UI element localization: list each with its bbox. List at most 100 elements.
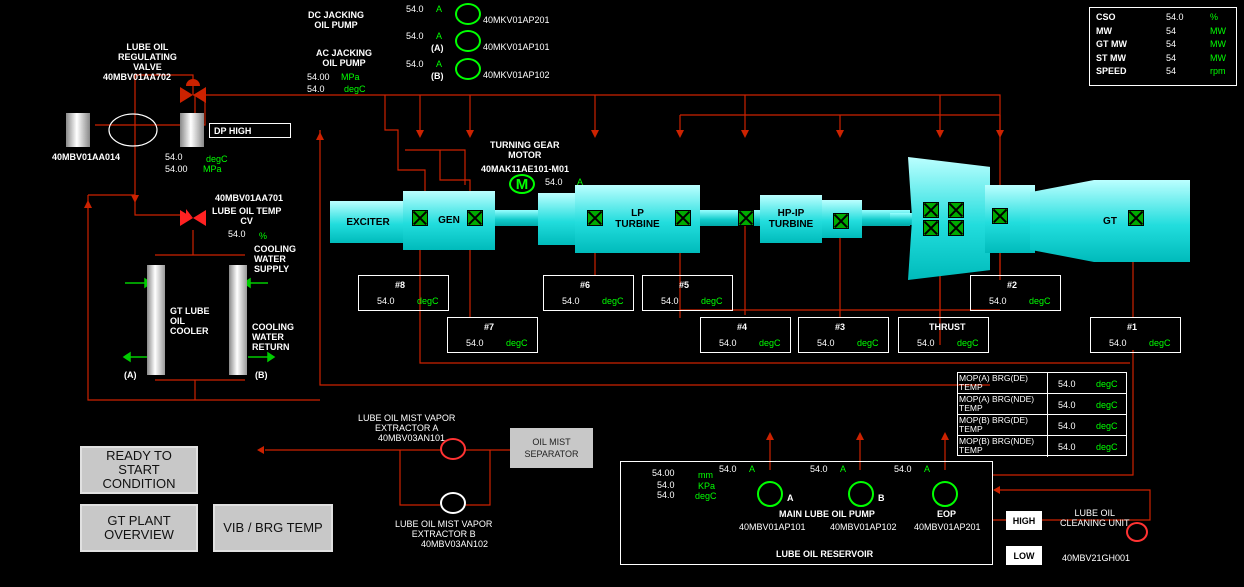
main-pump-icon[interactable] bbox=[848, 481, 874, 507]
gas-turbine-label: GT bbox=[1103, 215, 1117, 227]
summary-label: GT MW bbox=[1096, 39, 1127, 49]
bearing-temp-value: 54.0 bbox=[377, 296, 395, 306]
summary-unit: rpm bbox=[1210, 66, 1226, 76]
bearing-label: THRUST bbox=[929, 322, 966, 332]
bearing-temp-unit: degC bbox=[857, 338, 879, 348]
bearing-temp-value: 54.0 bbox=[1109, 338, 1127, 348]
ready-to-start-button[interactable]: READY TO START CONDITION bbox=[80, 446, 198, 494]
temp-cv-unit: % bbox=[259, 231, 268, 241]
jacking-pump-icon[interactable] bbox=[455, 30, 481, 52]
jacking-temp-value: 54.0 bbox=[307, 84, 325, 94]
mop-temp-label: MOP(A) BRG(NDE) TEMP bbox=[959, 394, 1035, 413]
low-level-indicator: LOW bbox=[1006, 546, 1042, 565]
mop-divider bbox=[1047, 394, 1048, 415]
bearing-temp-unit: degC bbox=[417, 296, 439, 306]
turning-gear-title: TURNING GEAR MOTOR bbox=[490, 140, 560, 160]
reservoir-level-unit: mm bbox=[698, 470, 713, 480]
bearing-temp-value: 54.0 bbox=[817, 338, 835, 348]
bearing-label: #7 bbox=[484, 322, 495, 332]
oil-mist-separator: OIL MIST SEPARATOR bbox=[510, 428, 593, 468]
bearing-label: #8 bbox=[395, 280, 406, 290]
vib-brg-temp-button[interactable]: VIB / BRG TEMP bbox=[213, 504, 333, 552]
bearing-temp-value: 54.0 bbox=[466, 338, 484, 348]
main-pump-current: 54.0 bbox=[719, 464, 737, 474]
main-pump-unit: A bbox=[924, 464, 931, 474]
lube-filter-a bbox=[66, 113, 90, 147]
turning-gear-tag: 40MAK11AE101-M01 bbox=[481, 164, 570, 174]
extractor-a-fan-icon[interactable] bbox=[440, 438, 466, 460]
main-pump-icon[interactable] bbox=[757, 481, 783, 507]
jacking-pump-icon[interactable] bbox=[455, 58, 481, 80]
ac-jacking-title: AC JACKING OIL PUMP bbox=[316, 48, 373, 68]
dc-jacking-title: DC JACKING OIL PUMP bbox=[308, 10, 365, 30]
filter-temp-value: 54.0 bbox=[165, 152, 183, 162]
cleaning-unit-tag: 40MBV21GH001 bbox=[1062, 553, 1131, 563]
mop-temp-value: 54.0 bbox=[1058, 442, 1076, 452]
bearing-icon bbox=[1128, 210, 1144, 226]
mop-row-divider bbox=[958, 414, 1126, 415]
temp-control-valve-icon bbox=[180, 209, 206, 226]
mop-temp-label: MOP(A) BRG(DE) TEMP bbox=[959, 373, 1028, 392]
jacking-pump-tag: 40MKV01AP102 bbox=[483, 70, 550, 80]
summary-unit: MW bbox=[1210, 39, 1226, 49]
temp-cv-tag: 40MBV01AA701 bbox=[215, 193, 284, 203]
summary-value: 54 bbox=[1166, 25, 1177, 36]
jacking-temp-unit: degC bbox=[344, 84, 366, 94]
bearing-temp-unit: degC bbox=[1149, 338, 1171, 348]
bearing-label: #5 bbox=[679, 280, 690, 290]
main-pump-letter: A bbox=[787, 493, 794, 503]
summary-unit: MW bbox=[1210, 52, 1226, 63]
cooler-label: GT LUBE OIL COOLER bbox=[170, 306, 210, 336]
mop-divider bbox=[1047, 415, 1048, 436]
main-pump-tag: 40MBV01AP201 bbox=[914, 522, 981, 532]
temp-cv-title: LUBE OIL TEMP CV bbox=[212, 206, 282, 226]
hp-ip-turbine: HP-IP TURBINE bbox=[760, 195, 822, 243]
jacking-pump-tag: 40MKV01AP101 bbox=[483, 42, 550, 52]
jacking-pump-icon[interactable] bbox=[455, 3, 481, 25]
bearing-icon bbox=[923, 202, 939, 218]
bearing-temp-unit: degC bbox=[759, 338, 781, 348]
reg-valve-tag: 40MBV01AA702 bbox=[103, 72, 172, 82]
main-pump-icon[interactable] bbox=[932, 481, 958, 507]
extractor-a-tag: 40MBV03AN101 bbox=[378, 433, 446, 443]
bearing-icon bbox=[412, 210, 428, 226]
reservoir-temp-value: 54.0 bbox=[657, 490, 675, 500]
main-pump-letter: B bbox=[878, 493, 885, 503]
lube-cooler-b bbox=[229, 265, 247, 375]
main-pump-unit: A bbox=[749, 464, 756, 474]
bearing-icon bbox=[738, 210, 754, 226]
extractor-a-title: LUBE OIL MIST VAPOR EXTRACTOR A bbox=[358, 413, 456, 433]
reservoir-title: LUBE OIL RESERVOIR bbox=[776, 549, 874, 559]
reservoir-temp-unit: degC bbox=[695, 491, 717, 501]
exciter: EXCITER bbox=[330, 201, 406, 243]
mop-temp-unit: degC bbox=[1096, 421, 1118, 431]
bearing-temp-value: 54.0 bbox=[989, 296, 1007, 306]
strainer-icon bbox=[108, 113, 158, 147]
hp-ip-turbine-label: HP-IP TURBINE bbox=[768, 208, 814, 230]
mop-temp-value: 54.0 bbox=[1058, 400, 1076, 410]
lube-oil-reservoir bbox=[620, 461, 993, 565]
cooling-water-supply-label: COOLING WATER SUPPLY bbox=[254, 244, 296, 274]
cleaning-unit-pump-icon[interactable] bbox=[1126, 522, 1148, 542]
jacking-pump-sub: (B) bbox=[431, 71, 444, 81]
main-pump-current: 54.0 bbox=[810, 464, 828, 474]
filter-tag: 40MBV01AA014 bbox=[52, 152, 121, 162]
filter-press-value: 54.00 bbox=[165, 164, 188, 174]
mop-temp-unit: degC bbox=[1096, 442, 1118, 452]
mop-row-divider bbox=[958, 393, 1126, 394]
extractor-b-fan-icon[interactable] bbox=[440, 492, 466, 514]
exciter-label: EXCITER bbox=[346, 216, 390, 228]
filter-temp-unit: degC bbox=[206, 154, 228, 164]
jacking-pump-unit: A bbox=[436, 4, 443, 14]
mop-temp-unit: degC bbox=[1096, 400, 1118, 410]
jacking-pressure-value: 54.00 bbox=[307, 72, 330, 82]
bearing-label: #6 bbox=[580, 280, 591, 290]
gt-plant-overview-button[interactable]: GT PLANT OVERVIEW bbox=[80, 504, 198, 552]
